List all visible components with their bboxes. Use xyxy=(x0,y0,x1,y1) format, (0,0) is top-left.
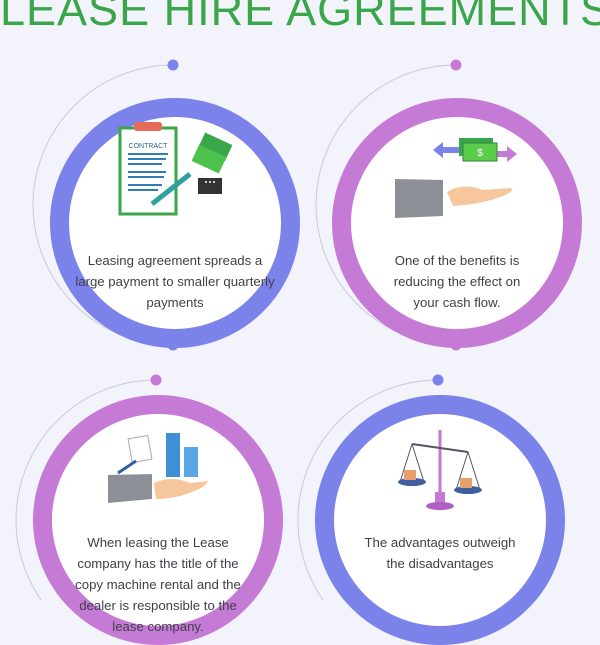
card-text-1: Leasing agreement spreads a large paymen… xyxy=(75,253,275,310)
svg-text:$: $ xyxy=(477,148,483,159)
contract-money-icon: CONTRACT xyxy=(118,122,233,216)
contract-label: CONTRACT xyxy=(129,143,169,150)
card-text-4: The advantages outweigh the disadvantage… xyxy=(364,535,516,571)
balance-scale-icon xyxy=(398,430,482,510)
card-text-2: One of the benefits is reducing the effe… xyxy=(393,253,521,310)
card-text-3: When leasing the Lease company has the t… xyxy=(75,535,241,634)
page-title: LEASE HIRE AGREEMENTS xyxy=(0,0,600,35)
hand-buildings-document-icon xyxy=(108,433,208,503)
cash-exchange-hand-icon: $ xyxy=(395,138,517,218)
